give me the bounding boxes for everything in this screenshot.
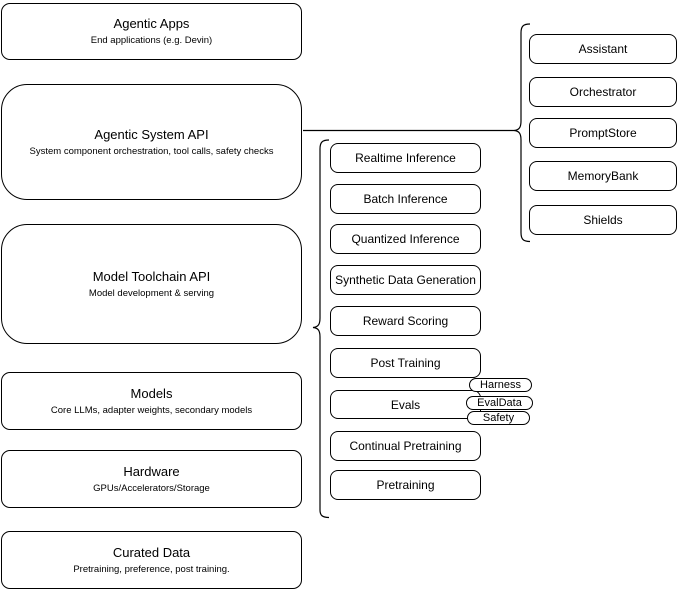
- box-subtitle: Model development & serving: [88, 287, 215, 299]
- box-title: Agentic System API: [94, 126, 209, 142]
- node-reward-scoring[interactable]: Reward Scoring: [330, 306, 481, 336]
- box-subtitle: Core LLMs, adapter weights, secondary mo…: [50, 404, 253, 416]
- box-agentic-system-api[interactable]: Agentic System API System component orch…: [1, 84, 302, 200]
- brace-system-components: [513, 23, 531, 243]
- box-subtitle: GPUs/Accelerators/Storage: [93, 482, 210, 494]
- box-agentic-apps[interactable]: Agentic Apps End applications (e.g. Devi…: [1, 3, 302, 60]
- box-title: Hardware: [123, 463, 180, 479]
- box-title: Agentic Apps: [113, 16, 190, 31]
- node-batch-inference[interactable]: Batch Inference: [330, 184, 481, 214]
- node-continual-pretraining[interactable]: Continual Pretraining: [330, 431, 481, 461]
- node-orchestrator[interactable]: Orchestrator: [529, 77, 677, 107]
- box-title: Curated Data: [112, 544, 191, 560]
- node-quantized-inference[interactable]: Quantized Inference: [330, 224, 481, 254]
- node-shields[interactable]: Shields: [529, 205, 677, 235]
- box-models[interactable]: Models Core LLMs, adapter weights, secon…: [1, 372, 302, 430]
- node-memorybank[interactable]: MemoryBank: [529, 161, 677, 191]
- node-promptstore[interactable]: PromptStore: [529, 118, 677, 148]
- box-subtitle: System component orchestration, tool cal…: [29, 145, 274, 157]
- box-subtitle: Pretraining, preference, post training.: [73, 563, 230, 575]
- tag-evaldata[interactable]: EvalData: [466, 396, 533, 410]
- node-post-training[interactable]: Post Training: [330, 348, 481, 378]
- node-assistant[interactable]: Assistant: [529, 34, 677, 64]
- box-subtitle: End applications (e.g. Devin): [90, 35, 213, 46]
- node-synthetic-data-generation[interactable]: Synthetic Data Generation: [330, 265, 481, 295]
- tag-harness[interactable]: Harness: [469, 378, 532, 392]
- node-realtime-inference[interactable]: Realtime Inference: [330, 143, 481, 173]
- node-pretraining[interactable]: Pretraining: [330, 470, 481, 500]
- box-title: Model Toolchain API: [92, 268, 211, 284]
- box-model-toolchain-api[interactable]: Model Toolchain API Model development & …: [1, 224, 302, 344]
- box-curated-data[interactable]: Curated Data Pretraining, preference, po…: [1, 531, 302, 589]
- tag-safety[interactable]: Safety: [467, 411, 530, 425]
- brace-toolchain: [312, 139, 330, 519]
- node-evals[interactable]: Evals: [330, 390, 481, 419]
- box-hardware[interactable]: Hardware GPUs/Accelerators/Storage: [1, 450, 302, 508]
- box-title: Models: [130, 385, 173, 401]
